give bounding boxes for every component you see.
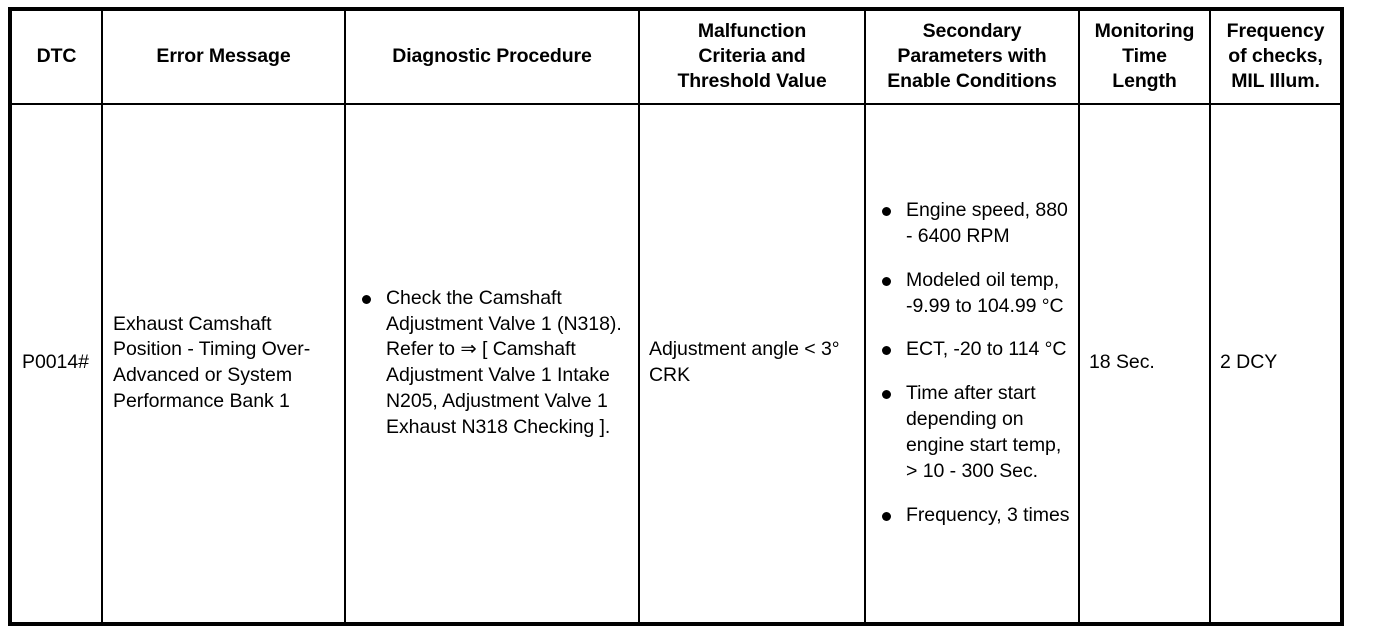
cell-error-message: Exhaust Camshaft Position - Timing Over-… (101, 102, 346, 625)
bullet-icon (362, 294, 371, 304)
list-item-label: Engine speed, 880 - 6400 RPM (906, 198, 1068, 247)
diagnostic-procedure-list: Check the Camshaft Adjustment Valve 1 (N… (353, 286, 634, 442)
bullet-icon (882, 276, 891, 286)
list-item: Frequency, 3 times (873, 503, 1074, 529)
cell-dtc: P0014# (9, 102, 103, 625)
cell-malfunction-criteria: Adjustment angle < 3° CRK (638, 102, 866, 625)
cell-diagnostic-procedure: Check the Camshaft Adjustment Valve 1 (N… (344, 102, 640, 625)
column-header-error-message: Error Message (101, 8, 346, 105)
cell-frequency: 2 DCY (1209, 102, 1343, 625)
bullet-icon (882, 206, 891, 216)
bullet-icon (882, 512, 891, 522)
list-item-label: Time after start depending on engine sta… (906, 382, 1062, 483)
list-item-label: Check the Camshaft Adjustment Valve 1 (N… (386, 286, 622, 439)
list-item: ECT, -20 to 114 °C (873, 337, 1074, 363)
column-header-malfunction-criteria: Malfunction Criteria and Threshold Value (638, 8, 866, 105)
list-item: Modeled oil temp, -9.99 to 104.99 °C (873, 268, 1074, 320)
list-item-label: Modeled oil temp, -9.99 to 104.99 °C (906, 268, 1064, 317)
list-item: Engine speed, 880 - 6400 RPM (873, 198, 1074, 250)
dtc-diagnostic-table: DTC Error Message Diagnostic Procedure M… (8, 7, 1344, 626)
column-header-frequency: Frequency of checks, MIL Illum. (1209, 8, 1343, 105)
list-item: Check the Camshaft Adjustment Valve 1 (N… (353, 286, 634, 442)
secondary-parameters-list: Engine speed, 880 - 6400 RPM Modeled oil… (873, 198, 1074, 529)
column-header-monitoring-time: Monitoring Time Length (1078, 8, 1211, 105)
list-item-label: Frequency, 3 times (906, 504, 1070, 527)
table-header-row: DTC Error Message Diagnostic Procedure M… (9, 8, 1343, 105)
list-item: Time after start depending on engine sta… (873, 381, 1074, 485)
column-header-secondary-parameters: Secondary Parameters with Enable Conditi… (864, 8, 1080, 105)
list-item-label: ECT, -20 to 114 °C (906, 338, 1067, 361)
column-header-diagnostic-procedure: Diagnostic Procedure (344, 8, 640, 105)
table-row: P0014# Exhaust Camshaft Position - Timin… (9, 102, 1343, 625)
cell-secondary-parameters: Engine speed, 880 - 6400 RPM Modeled oil… (864, 102, 1080, 625)
bullet-icon (882, 346, 891, 356)
table-header: DTC Error Message Diagnostic Procedure M… (9, 8, 1343, 105)
cell-monitoring-time: 18 Sec. (1078, 102, 1211, 625)
column-header-dtc: DTC (9, 8, 103, 105)
bullet-icon (882, 390, 891, 400)
table-body: P0014# Exhaust Camshaft Position - Timin… (9, 102, 1343, 625)
